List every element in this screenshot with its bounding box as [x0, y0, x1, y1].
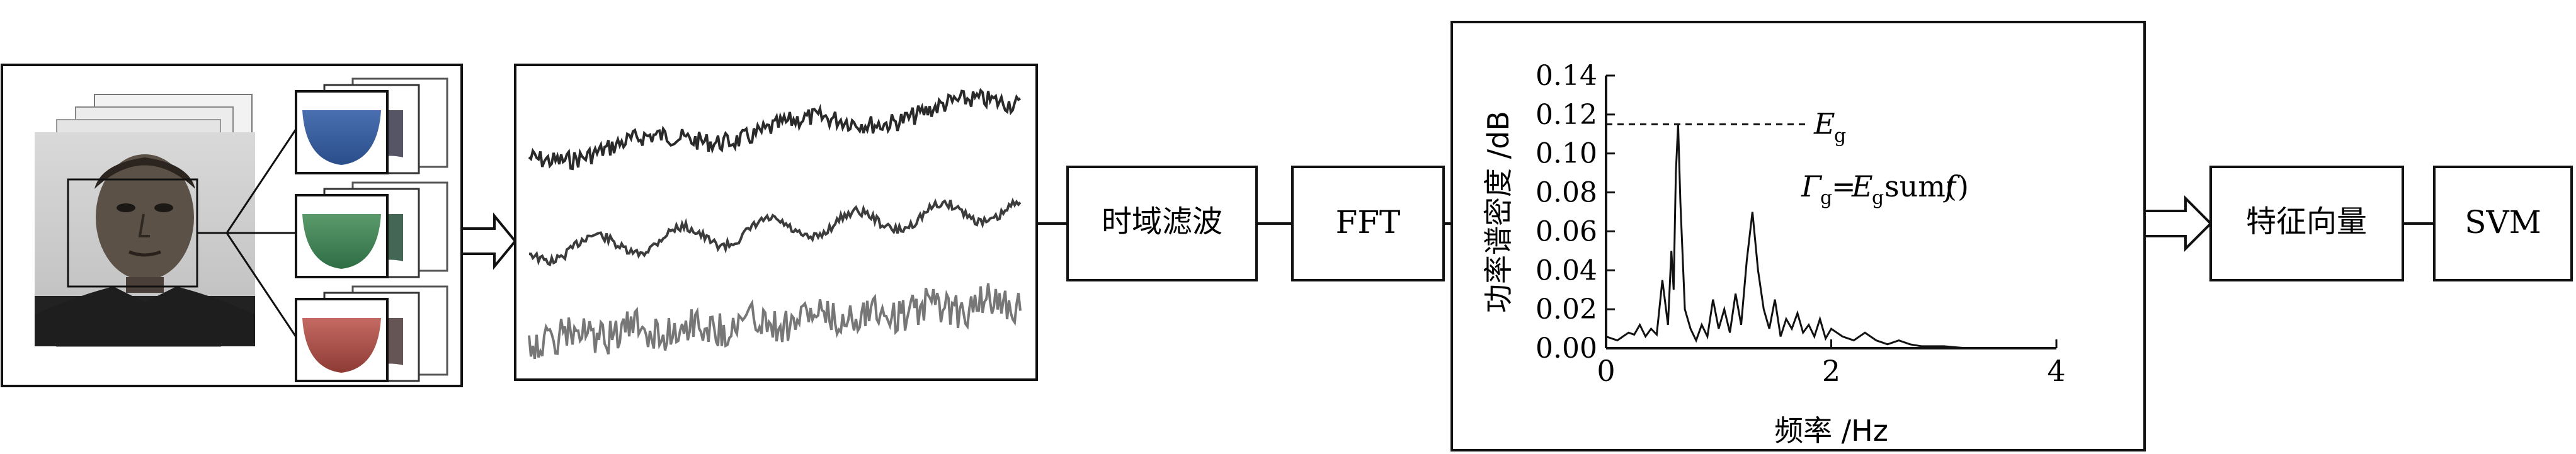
- y-tick-label: 0.12: [1536, 99, 1597, 131]
- svm-label: SVM: [2465, 204, 2541, 241]
- y-tick-label: 0.08: [1536, 177, 1597, 209]
- formula-gamma: Γ: [1801, 169, 1823, 203]
- roi-crop-green: [295, 181, 448, 278]
- raw-signals-panel: [514, 64, 1038, 381]
- signal-blue-trace: [528, 88, 1022, 171]
- y-tick-label: 0.00: [1536, 332, 1597, 365]
- y-tick-label: 0.14: [1536, 60, 1597, 92]
- face-photo: [35, 132, 255, 346]
- formula-sum: sum(: [1884, 169, 1957, 203]
- svm-block: SVM: [2433, 166, 2573, 281]
- time-filter-label: 时域滤波: [1102, 204, 1222, 239]
- psd-series-line: [1605, 124, 2056, 349]
- formula-equals: =: [1832, 169, 1856, 203]
- feature-vector-label: 特征向量: [2246, 204, 2367, 239]
- time-filter-block: 时域滤波: [1066, 166, 1258, 281]
- signal-green-trace: [529, 197, 1022, 266]
- signal-red-trace: [528, 283, 1022, 360]
- feature-vector-block: 特征向量: [2209, 166, 2404, 281]
- y-tick-label: 0.02: [1536, 293, 1597, 326]
- formula-e-sub: g: [1872, 187, 1884, 209]
- y-axis-label: 功率谱密度 /dB: [1481, 111, 1515, 313]
- x-axis-label: 频率 /Hz: [1774, 414, 1888, 448]
- x-tick-label: 2: [1822, 354, 1840, 388]
- roi-crop-red: [295, 285, 448, 382]
- hollow-arrow-1: [460, 212, 517, 270]
- y-tick-label: 0.06: [1536, 215, 1597, 247]
- peak-label-sub: g: [1834, 125, 1846, 147]
- x-tick-label: 0: [1597, 354, 1615, 388]
- fft-block: FFT: [1291, 166, 1445, 281]
- hollow-arrow-2: [2143, 195, 2213, 252]
- psd-chart: 0.00 0.02 0.04 0.06 0.08 0.10 0.12 0.14 0 2 4 频率 /H…: [1481, 60, 2066, 448]
- psd-chart-panel: 0.00 0.02 0.04 0.06 0.08 0.10 0.12 0.14 0 2 4 频率 /H…: [1450, 21, 2146, 451]
- formula-close: ): [1958, 169, 1969, 203]
- formula-e: E: [1851, 169, 1873, 203]
- y-tick-label: 0.04: [1536, 254, 1597, 287]
- roi-crop-blue: [295, 77, 448, 174]
- x-tick-label: 4: [2047, 354, 2065, 388]
- peak-label: E: [1813, 106, 1835, 140]
- formula-gamma-sub: g: [1820, 187, 1832, 209]
- face-roi-panel: [1, 64, 463, 387]
- y-tick-label: 0.10: [1536, 138, 1597, 170]
- fft-label: FFT: [1336, 204, 1401, 241]
